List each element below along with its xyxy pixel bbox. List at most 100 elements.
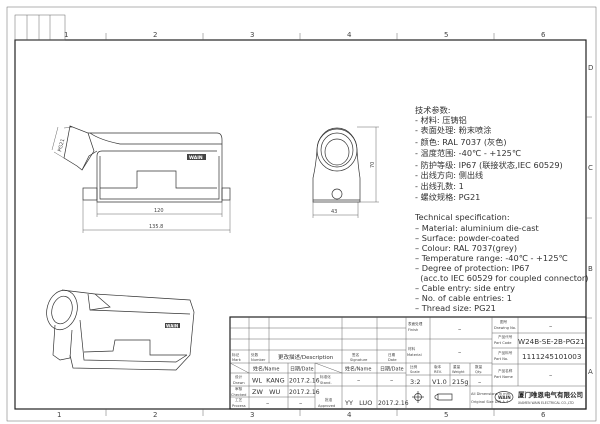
company-name-en: XIAMEN WAIN ELECTRICAL CO.,LTD	[518, 401, 574, 405]
stand-label-cn: 标准化	[320, 374, 331, 379]
drawn-name: WL KANG	[252, 377, 285, 385]
zone-col-4: 4	[347, 31, 352, 39]
zone-col-3: 3	[250, 31, 254, 39]
rev-label: REV.	[434, 370, 442, 374]
finish-label: Finish	[408, 328, 418, 332]
spec-cn-line: - 温度范围: -40℃ - +125℃	[415, 148, 521, 158]
approved-name: YY LUO	[344, 399, 372, 407]
name-header: 姓名/Name	[253, 366, 279, 373]
drawing-no-label-cn: 图号	[500, 319, 508, 324]
zone-col-6: 6	[541, 411, 546, 419]
spec-en-line: – Colour: RAL 7037(grey)	[415, 243, 517, 253]
wain-badge	[187, 154, 206, 160]
company-logo: WAIN	[494, 391, 514, 403]
wain-badge-iso	[165, 323, 180, 328]
weight-label: Weight	[452, 370, 465, 374]
part-name-label: Part Name	[494, 375, 514, 379]
date-label: Date	[388, 358, 397, 362]
signature-label: Signature	[350, 358, 368, 362]
date-header: 日期/Date	[380, 367, 404, 373]
first-angle-projection-icon	[412, 391, 453, 403]
material-label-cn: 材料	[408, 346, 416, 351]
spec-cn-line: - 防护等级: IP67 (联接状态,IEC 60529)	[415, 160, 563, 170]
spec-en-line: – Surface: powder-coated	[415, 233, 519, 243]
dim-70: 70	[370, 162, 376, 168]
spec-cn-line: - 材料: 压铸铝	[415, 115, 467, 125]
side-view: 43 70	[312, 126, 379, 218]
process-date: –	[299, 399, 302, 407]
spec-cn-line: - 螺纹规格: PG21	[415, 192, 480, 202]
company-logo-text: WAIN	[498, 395, 511, 400]
weight-value: 215g	[452, 378, 469, 386]
part-no-label-cn: 产品料号	[498, 350, 513, 355]
part-code-value: W24B-SE-2B-PG21	[518, 337, 585, 346]
part-name-label-cn: 产品名称	[498, 368, 513, 373]
process-label: Process	[232, 404, 246, 408]
qty-value: –	[478, 378, 481, 386]
isometric-view: WAIN	[46, 289, 195, 371]
zone-col-5: 5	[444, 411, 448, 419]
number-label-cn: 处数	[251, 352, 259, 357]
zone-col-2: 2	[153, 411, 157, 419]
outer-border	[6, 6, 597, 422]
mark-label-cn: 标记	[232, 352, 240, 357]
spec-english: Technical specification: – Material: alu…	[414, 212, 588, 313]
zone-col-1: 1	[57, 411, 61, 419]
stand-date: –	[390, 376, 393, 384]
drawing-no-label: Drawing No.	[494, 326, 516, 330]
name-header: 姓名/Name	[345, 366, 371, 373]
dim-43: 43	[331, 209, 337, 215]
qty-label-cn: 数量	[475, 364, 483, 369]
stand-label: Stand.	[320, 381, 332, 385]
zone-labels-right: D C B A	[588, 64, 593, 376]
material-label: Material	[407, 353, 422, 357]
drawing-no-value: –	[549, 322, 552, 330]
badge-text-iso: WAIN	[166, 324, 178, 329]
checked-date: 2017.2.16	[289, 389, 320, 396]
mark-label: Mark	[232, 358, 242, 362]
process-name: –	[266, 399, 269, 407]
dim-135-8: 135.8	[149, 224, 163, 230]
spec-en-line: – Material: aluminium die-cast	[415, 223, 540, 233]
part-code-label-cn: 产品代号	[498, 334, 513, 339]
gland-thread-label: PG21	[57, 138, 66, 152]
revision-stamp-boxes	[14, 14, 66, 41]
zone-col-6: 6	[541, 31, 546, 39]
spec-en-line: – Temperature range: -40℃ - +125℃	[415, 253, 568, 263]
zone-row-c: C	[588, 164, 593, 172]
weight-label-cn: 重量	[453, 364, 461, 369]
zone-row-a: A	[588, 368, 593, 376]
material-value: –	[458, 348, 461, 356]
part-name-value: –	[549, 371, 552, 379]
spec-en-line: – No. of cable entries: 1	[415, 293, 512, 303]
company-name-cn: 厦门唯恩电气有限公司	[518, 390, 583, 399]
spec-en-line: – Cable entry: side entry	[415, 283, 515, 293]
title-block: 标记 Mark 处数 Number 更改描述/Description 签名 Si…	[229, 316, 587, 410]
zone-col-1: 1	[64, 31, 68, 39]
spec-cn-line: - 表面处理: 粉末喷涂	[415, 125, 491, 135]
zone-row-d: D	[588, 64, 593, 72]
drawn-date: 2017.2.16	[289, 378, 320, 385]
spec-en-line: – Thread size: PG21	[415, 303, 496, 313]
drawn-label: Drawn	[233, 381, 245, 385]
part-no-value: 1111245101003	[522, 352, 581, 361]
spec-chinese: 技术参数: - 材料: 压铸铝 - 表面处理: 粉末喷涂 - 颜色: RAL 7…	[415, 105, 563, 202]
checked-name: ZW WU	[252, 388, 281, 396]
spec-cn-title: 技术参数:	[415, 105, 451, 115]
zone-col-5: 5	[444, 31, 448, 39]
size-note: Original Size DIN A 4	[471, 400, 509, 404]
part-no-label: Part No.	[494, 357, 508, 361]
scale-label-cn: 比例	[410, 364, 418, 369]
spec-cn-line: - 出线方向: 侧出线	[415, 170, 483, 180]
stand-name: –	[357, 376, 360, 384]
scale-value: 3:2	[410, 378, 420, 386]
date-label-cn: 日期	[388, 352, 396, 357]
approved-date: 2017.2.16	[378, 400, 409, 407]
finish-value: –	[458, 325, 461, 333]
description-header: 更改描述/Description	[278, 353, 334, 361]
checked-label: Checked	[231, 393, 246, 397]
spec-en-line: (acc.to IEC 60529 for coupled connector)	[415, 273, 588, 283]
zone-labels-bottom: 1 2 3 4 5 6	[57, 411, 546, 419]
zone-ticks	[105, 33, 592, 416]
